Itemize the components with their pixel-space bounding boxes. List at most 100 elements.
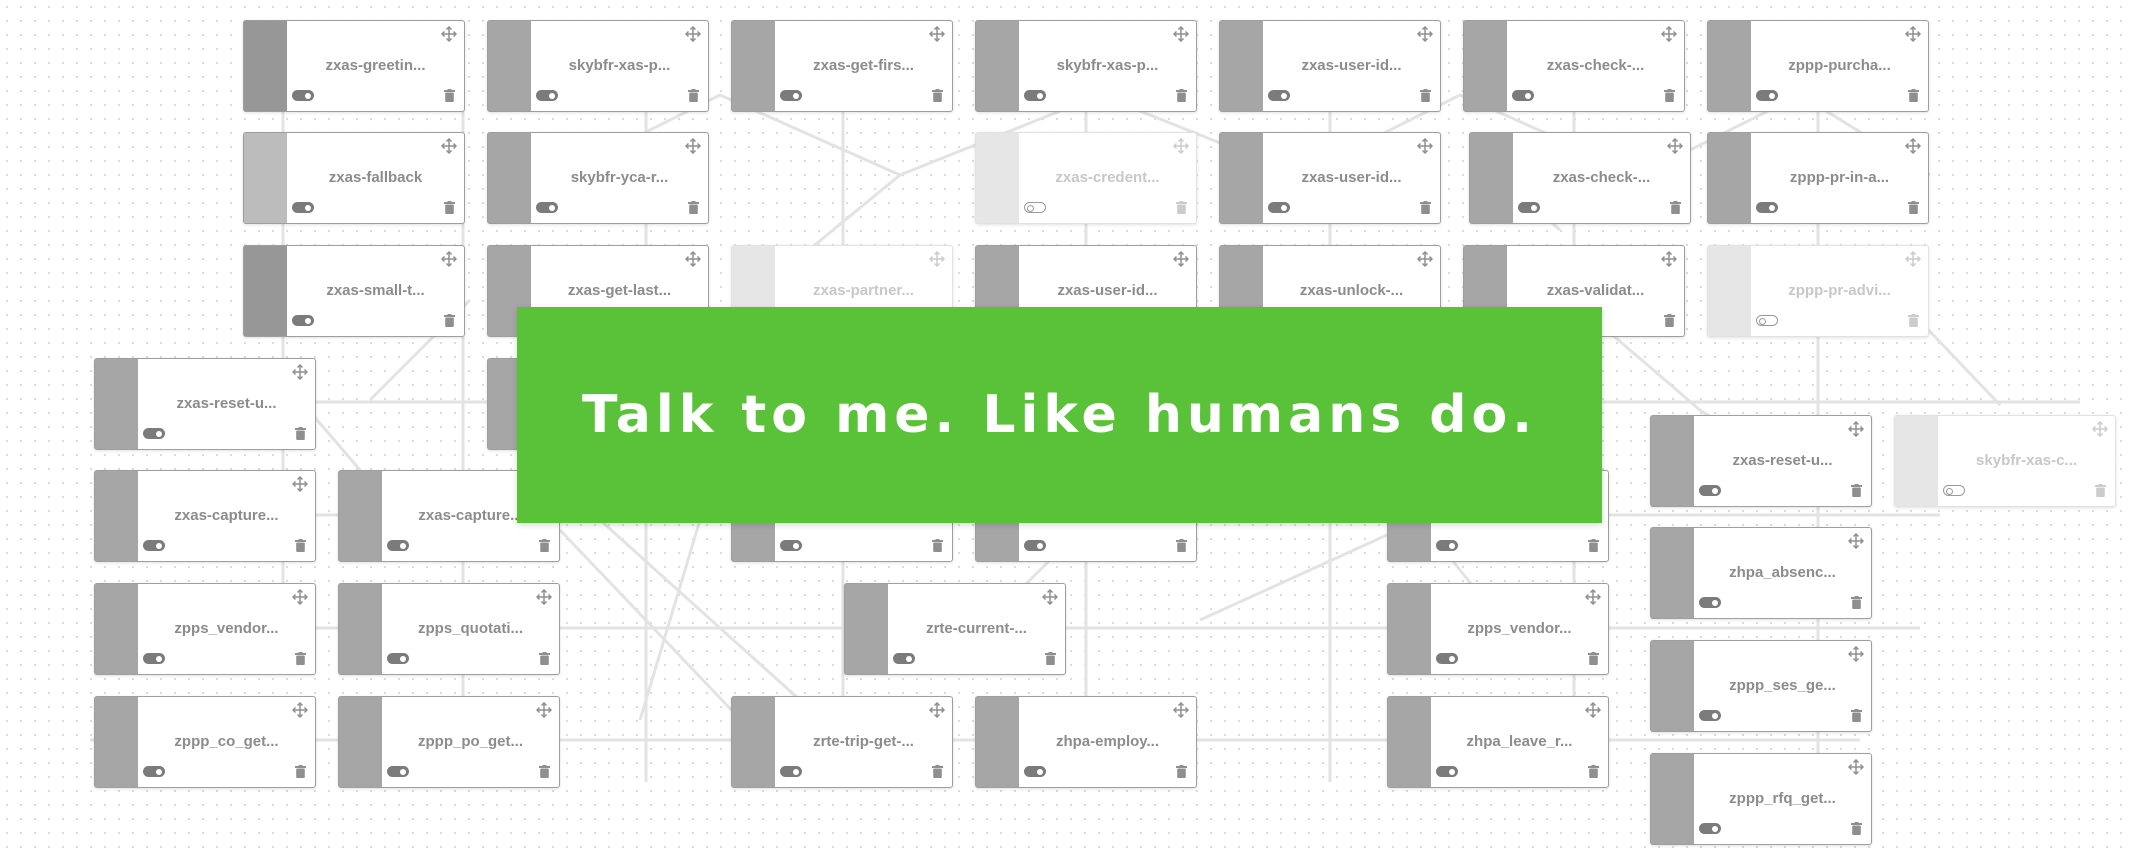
flow-node-card[interactable]: zxas-credent... (975, 132, 1197, 224)
move-arrows-icon[interactable] (1666, 137, 1684, 155)
move-arrows-icon[interactable] (1847, 420, 1865, 438)
trash-icon[interactable] (1588, 539, 1599, 552)
trash-icon[interactable] (1045, 652, 1056, 665)
move-arrows-icon[interactable] (1416, 250, 1434, 268)
toggle-icon[interactable] (1756, 202, 1778, 213)
flow-node-card[interactable]: zrte-trip-get-... (731, 696, 953, 788)
trash-icon[interactable] (932, 765, 943, 778)
toggle-icon[interactable] (1699, 485, 1721, 496)
toggle-icon[interactable] (1436, 653, 1458, 664)
trash-icon[interactable] (932, 539, 943, 552)
flow-node-card[interactable]: zpps_vendor... (94, 583, 316, 675)
move-arrows-icon[interactable] (684, 25, 702, 43)
toggle-icon[interactable] (1268, 90, 1290, 101)
toggle-icon[interactable] (1699, 823, 1721, 834)
flow-node-card[interactable]: zxas-capture... (94, 470, 316, 562)
trash-icon[interactable] (444, 201, 455, 214)
flow-node-card[interactable]: zxas-fallback (243, 132, 465, 224)
toggle-icon[interactable] (292, 202, 314, 213)
flow-node-card[interactable]: zppp_rfq_get... (1650, 753, 1872, 845)
toggle-icon[interactable] (1699, 710, 1721, 721)
trash-icon[interactable] (2095, 484, 2106, 497)
move-arrows-icon[interactable] (1660, 250, 1678, 268)
trash-icon[interactable] (1908, 314, 1919, 327)
trash-icon[interactable] (295, 765, 306, 778)
move-arrows-icon[interactable] (2091, 420, 2109, 438)
move-arrows-icon[interactable] (1847, 645, 1865, 663)
toggle-icon[interactable] (1024, 766, 1046, 777)
move-arrows-icon[interactable] (291, 701, 309, 719)
toggle-icon[interactable] (893, 653, 915, 664)
move-arrows-icon[interactable] (1416, 25, 1434, 43)
move-arrows-icon[interactable] (1584, 701, 1602, 719)
flow-node-card[interactable]: zpps_vendor... (1387, 583, 1609, 675)
move-arrows-icon[interactable] (291, 363, 309, 381)
toggle-icon[interactable] (1756, 315, 1778, 326)
toggle-icon[interactable] (1756, 90, 1778, 101)
trash-icon[interactable] (1420, 89, 1431, 102)
move-arrows-icon[interactable] (928, 25, 946, 43)
flow-node-card[interactable]: zppp_po_get... (338, 696, 560, 788)
trash-icon[interactable] (1670, 201, 1681, 214)
move-arrows-icon[interactable] (291, 588, 309, 606)
flow-node-card[interactable]: zhpa_absenc... (1650, 527, 1872, 619)
flow-node-card[interactable]: zxas-reset-u... (1650, 415, 1872, 507)
move-arrows-icon[interactable] (440, 25, 458, 43)
trash-icon[interactable] (539, 765, 550, 778)
toggle-icon[interactable] (292, 315, 314, 326)
toggle-icon[interactable] (143, 540, 165, 551)
toggle-icon[interactable] (1699, 597, 1721, 608)
flow-node-card[interactable]: zxas-user-id... (1219, 132, 1441, 224)
trash-icon[interactable] (1588, 652, 1599, 665)
trash-icon[interactable] (1908, 89, 1919, 102)
move-arrows-icon[interactable] (928, 701, 946, 719)
trash-icon[interactable] (1851, 596, 1862, 609)
trash-icon[interactable] (539, 652, 550, 665)
flow-node-card[interactable]: zxas-small-t... (243, 245, 465, 337)
toggle-icon[interactable] (387, 540, 409, 551)
trash-icon[interactable] (1664, 89, 1675, 102)
flow-node-card[interactable]: zrte-current-... (844, 583, 1066, 675)
toggle-icon[interactable] (1518, 202, 1540, 213)
trash-icon[interactable] (1176, 89, 1187, 102)
trash-icon[interactable] (1908, 201, 1919, 214)
trash-icon[interactable] (295, 427, 306, 440)
flow-node-card[interactable]: zxas-user-id... (1219, 20, 1441, 112)
toggle-icon[interactable] (1024, 202, 1046, 213)
move-arrows-icon[interactable] (1172, 701, 1190, 719)
toggle-icon[interactable] (143, 428, 165, 439)
flow-node-card[interactable]: zpps_quotati... (338, 583, 560, 675)
move-arrows-icon[interactable] (1904, 137, 1922, 155)
trash-icon[interactable] (688, 89, 699, 102)
flow-node-card[interactable]: zhpa_leave_r... (1387, 696, 1609, 788)
move-arrows-icon[interactable] (1416, 137, 1434, 155)
trash-icon[interactable] (1420, 201, 1431, 214)
toggle-icon[interactable] (780, 766, 802, 777)
toggle-icon[interactable] (143, 653, 165, 664)
toggle-icon[interactable] (143, 766, 165, 777)
trash-icon[interactable] (1588, 765, 1599, 778)
toggle-icon[interactable] (387, 653, 409, 664)
toggle-icon[interactable] (536, 202, 558, 213)
trash-icon[interactable] (1664, 314, 1675, 327)
trash-icon[interactable] (932, 89, 943, 102)
move-arrows-icon[interactable] (440, 250, 458, 268)
move-arrows-icon[interactable] (1172, 250, 1190, 268)
toggle-icon[interactable] (1268, 202, 1290, 213)
trash-icon[interactable] (295, 539, 306, 552)
move-arrows-icon[interactable] (291, 475, 309, 493)
move-arrows-icon[interactable] (1584, 588, 1602, 606)
flow-node-card[interactable]: skybfr-xas-p... (487, 20, 709, 112)
toggle-icon[interactable] (780, 90, 802, 101)
move-arrows-icon[interactable] (1904, 25, 1922, 43)
trash-icon[interactable] (1176, 765, 1187, 778)
flow-node-card[interactable]: zxas-check-... (1463, 20, 1685, 112)
flow-node-card[interactable]: zppp_ses_ge... (1650, 640, 1872, 732)
flow-node-card[interactable]: zhpa-employ... (975, 696, 1197, 788)
flow-node-card[interactable]: zppp_co_get... (94, 696, 316, 788)
flow-node-card[interactable]: zxas-greetin... (243, 20, 465, 112)
toggle-icon[interactable] (292, 90, 314, 101)
move-arrows-icon[interactable] (1172, 25, 1190, 43)
move-arrows-icon[interactable] (440, 137, 458, 155)
toggle-icon[interactable] (1943, 485, 1965, 496)
